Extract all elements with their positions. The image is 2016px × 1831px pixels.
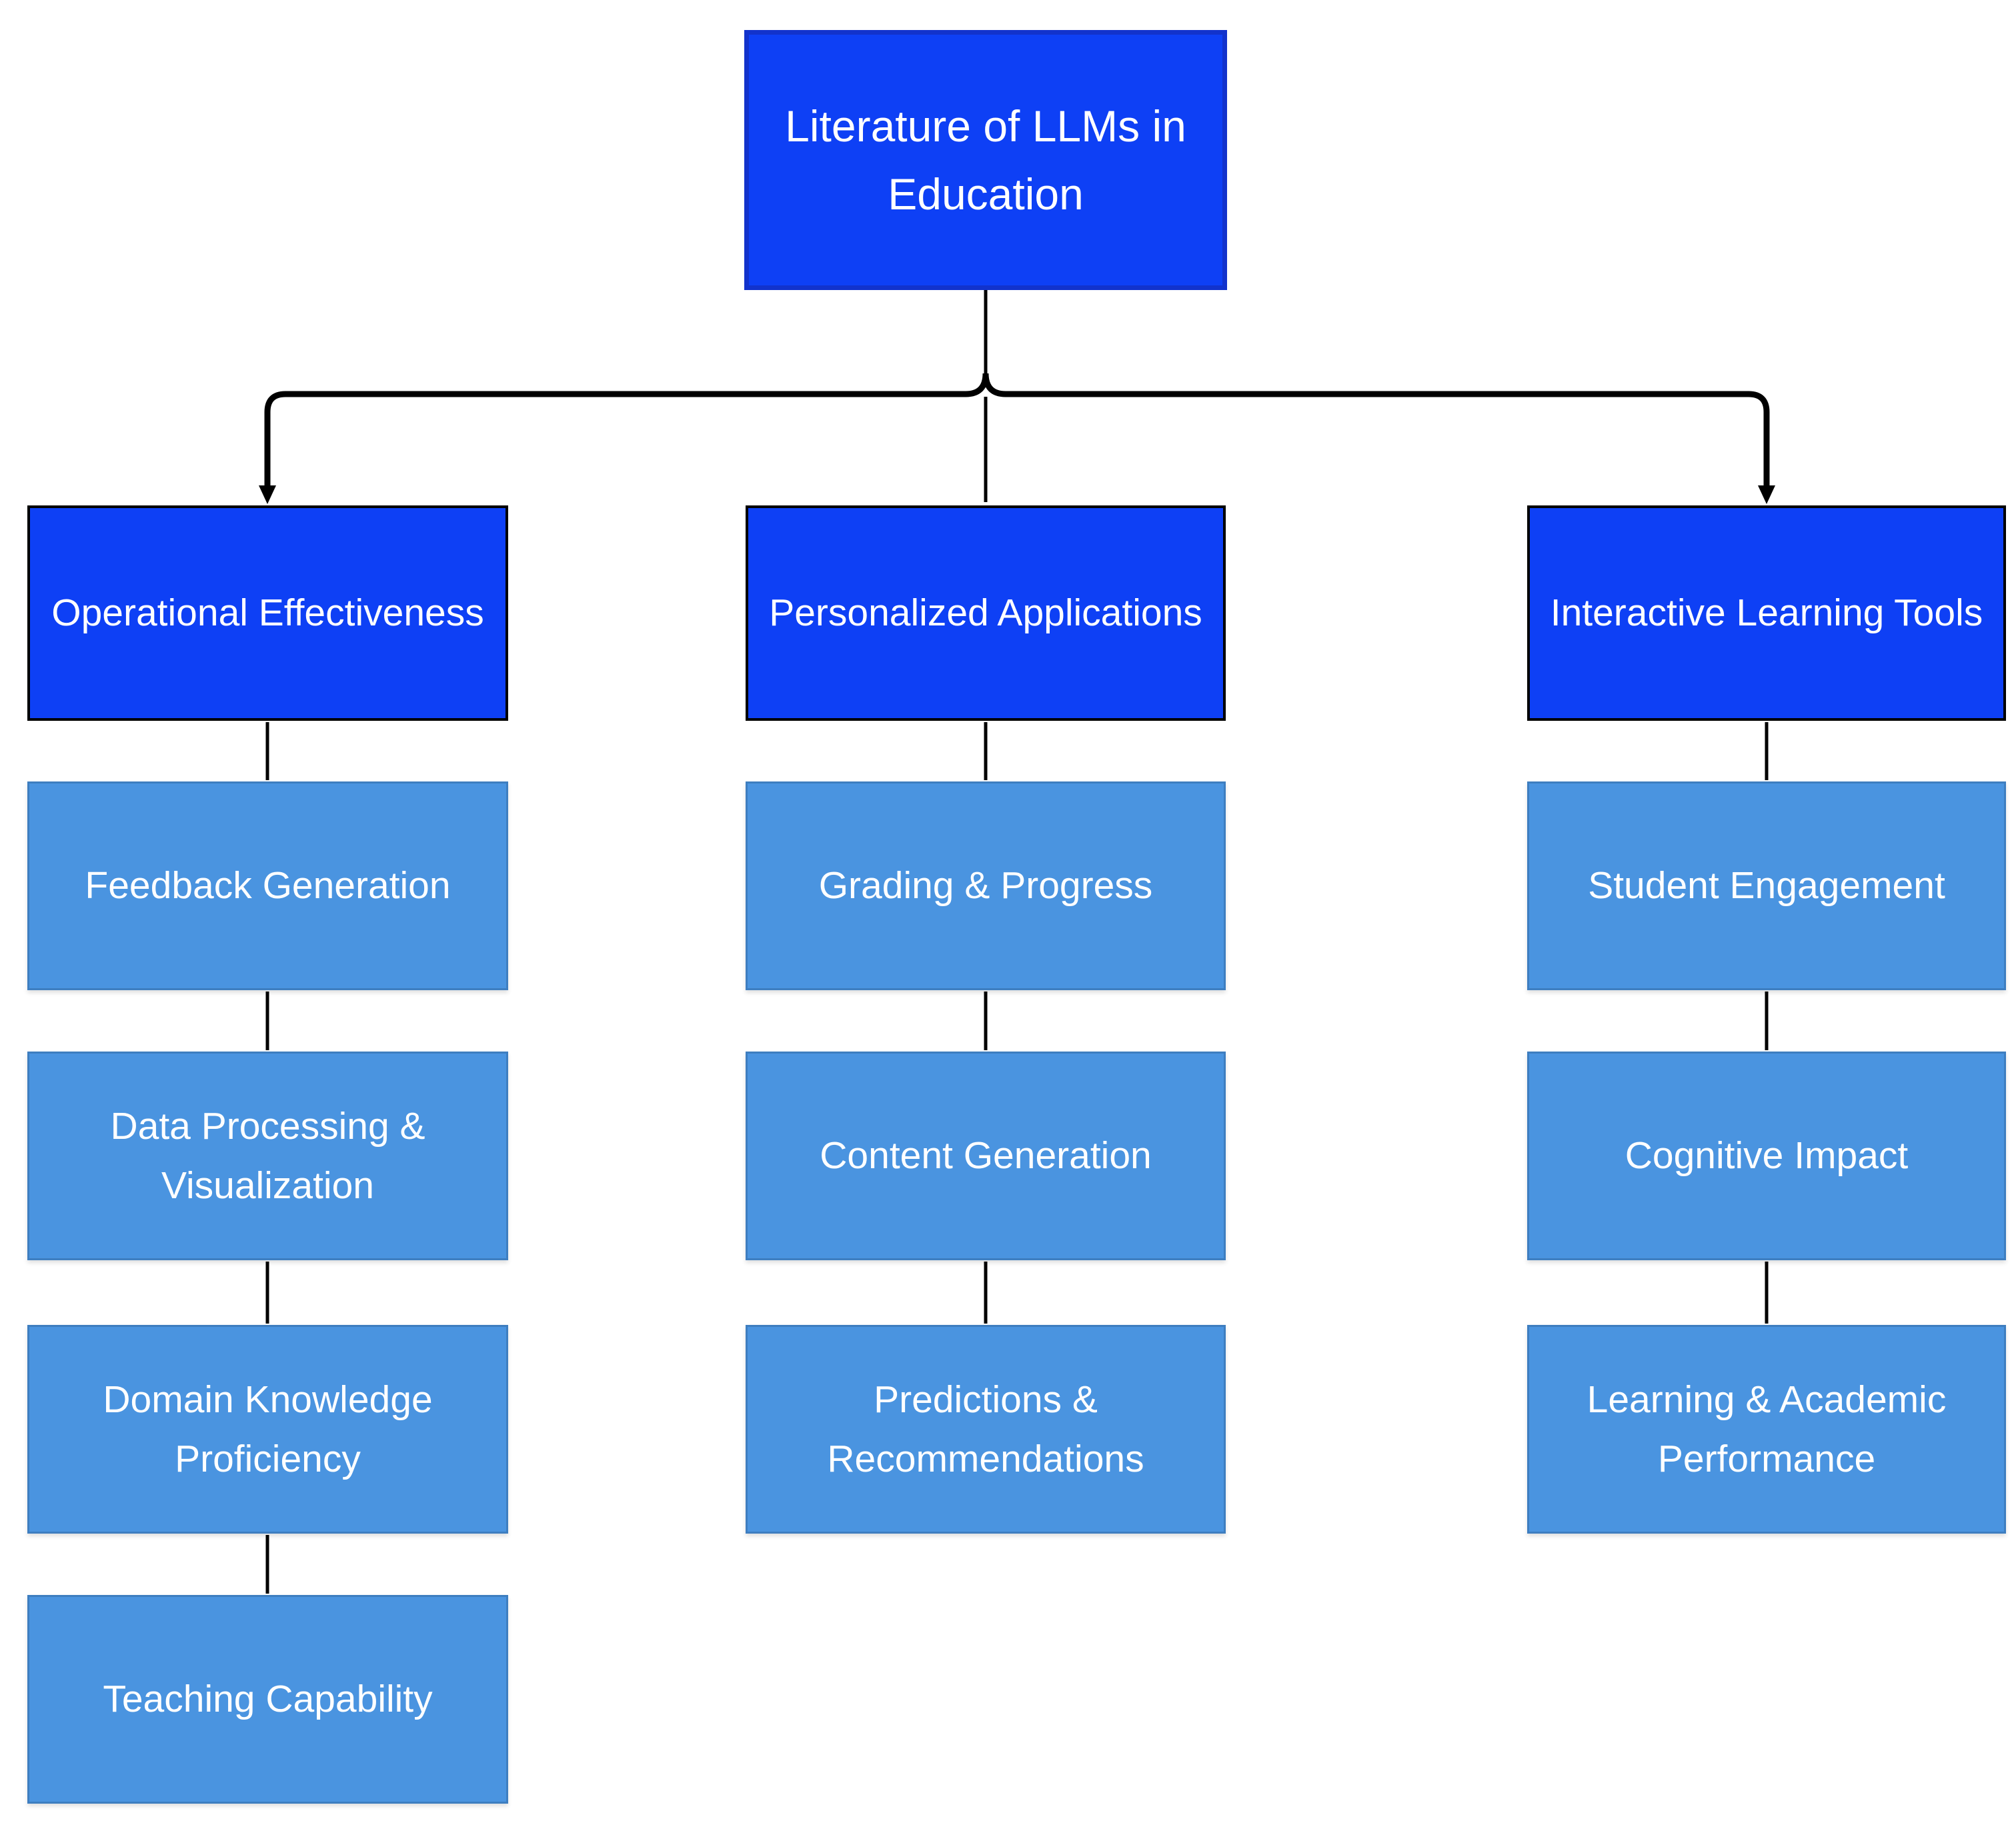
edge-root-to-left (264, 373, 989, 487)
child-teaching-capability: Teaching Capability (27, 1595, 508, 1804)
branch-operational-effectiveness: Operational Effectiveness (27, 505, 508, 721)
child-content-generation: Content Generation (746, 1052, 1226, 1260)
branch-personalized-applications: Personalized Applications (746, 505, 1226, 721)
edge-root-to-right (982, 373, 1770, 487)
child-predictions-recommendations: Predictions & Recommendations (746, 1325, 1226, 1534)
arrowhead-left (259, 485, 276, 504)
arrowhead-right (1758, 485, 1775, 504)
child-feedback-generation: Feedback Generation (27, 781, 508, 990)
child-cognitive-impact: Cognitive Impact (1527, 1052, 2006, 1260)
child-student-engagement: Student Engagement (1527, 781, 2006, 990)
child-domain-knowledge-proficiency: Domain Knowledge Proficiency (27, 1325, 508, 1534)
root-node-literature-of-llms-in-education: Literature of LLMs in Education (744, 30, 1227, 290)
branch-interactive-learning-tools: Interactive Learning Tools (1527, 505, 2006, 721)
child-data-processing-visualization: Data Processing & Visualization (27, 1052, 508, 1260)
child-learning-academic-performance: Learning & Academic Performance (1527, 1325, 2006, 1534)
child-grading-progress: Grading & Progress (746, 781, 1226, 990)
